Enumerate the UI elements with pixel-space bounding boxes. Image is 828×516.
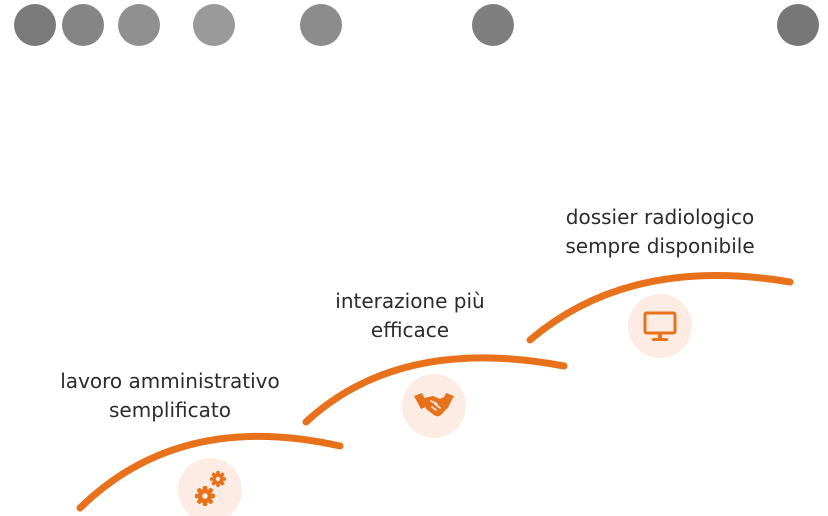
gears-icon — [178, 458, 242, 516]
step-1-label-line-1: lavoro amministrativo — [60, 369, 280, 393]
decorative-dot — [777, 4, 819, 46]
step-arc-3 — [526, 271, 794, 344]
decorative-dot — [14, 4, 56, 46]
step-arc-2 — [302, 354, 568, 426]
handshake-icon — [402, 374, 466, 438]
decorative-dot — [118, 4, 160, 46]
step-2-label: interazione più efficace — [320, 287, 500, 345]
step-1-label-line-2: semplificato — [109, 398, 231, 422]
decorative-dot — [62, 4, 104, 46]
step-1-label: lavoro amministrativo semplificato — [30, 367, 310, 425]
decorative-dot — [300, 4, 342, 46]
step-2-label-line-2: efficace — [370, 318, 450, 342]
step-arc-1 — [76, 432, 344, 512]
step-3-label-line-1: dossier radiologico — [565, 205, 755, 229]
step-3-label: dossier radiologico sempre disponibile — [530, 203, 790, 261]
monitor-icon — [628, 294, 692, 358]
step-2-label-line-1: interazione più — [335, 289, 485, 313]
decorative-dot — [472, 4, 514, 46]
decorative-dot — [193, 4, 235, 46]
step-3-label-line-2: sempre disponibile — [565, 234, 755, 258]
